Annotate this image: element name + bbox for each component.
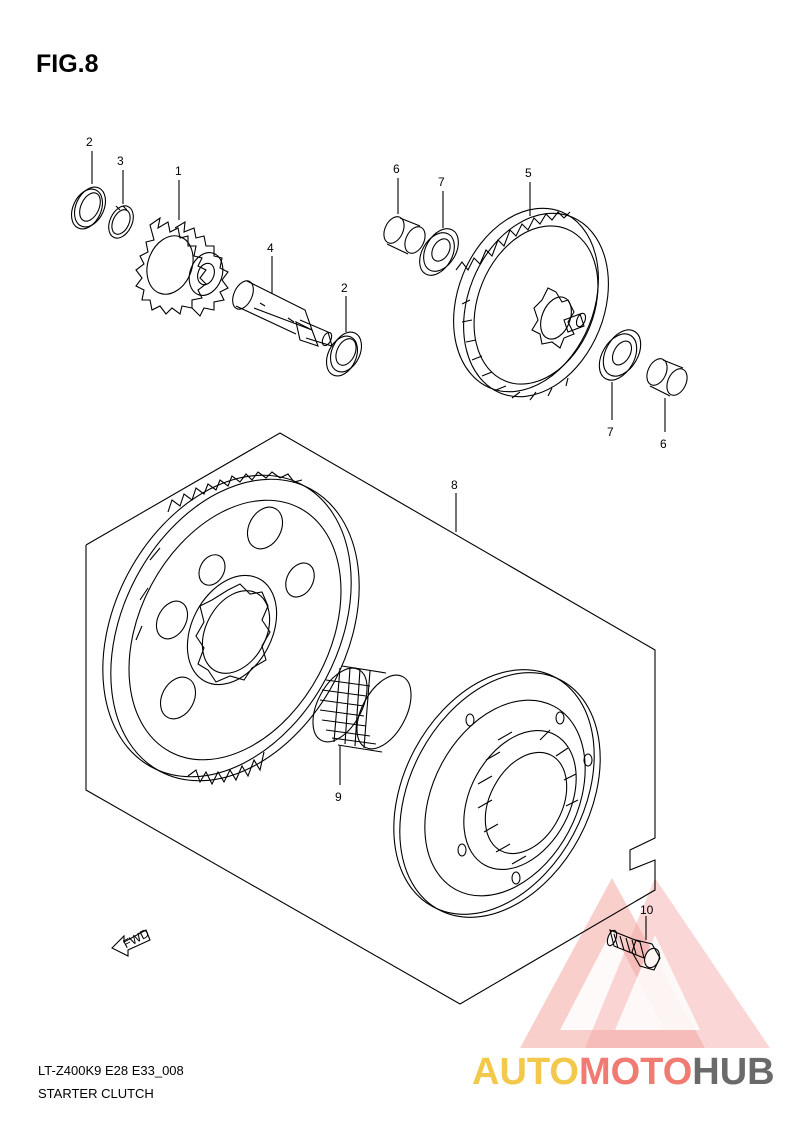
part-6-bush (383, 216, 426, 255)
part-3-circlip (108, 205, 134, 239)
forward-arrow-icon: FWD (111, 926, 152, 957)
watermark-part-2: MOTO (578, 1051, 693, 1093)
part-2-thrust-washer-lower (325, 331, 363, 377)
watermark-part-1: AUTO (472, 1051, 579, 1093)
starter-clutch-ring-gear (102, 471, 360, 786)
callout-4: 4 (267, 241, 274, 255)
callout-5: 5 (525, 166, 532, 180)
callout-10: 10 (640, 903, 654, 917)
callout-3: 3 (117, 154, 124, 168)
callout-7a: 7 (438, 175, 445, 189)
watermark-text: AUTOMOTOHUB (472, 1051, 775, 1094)
fwd-label: FWD (121, 926, 152, 951)
diagram-code: LT-Z400K9 E28 E33_008 (38, 1063, 184, 1078)
part-2-thrust-washer (70, 186, 107, 230)
callout-9: 9 (335, 790, 342, 804)
assembly-8-frame (85, 432, 656, 1005)
figure-title: FIG.8 (36, 50, 99, 78)
one-way-clutch (393, 669, 601, 918)
watermark-part-3: HUB (692, 1051, 775, 1093)
part-10-bolt (606, 929, 661, 971)
callout-6b: 6 (660, 437, 667, 451)
diagram-name: STARTER CLUTCH (38, 1086, 154, 1101)
watermark-logo (520, 878, 770, 1048)
callout-2b: 2 (341, 281, 348, 295)
part-5-starter-driven-gear (453, 207, 609, 401)
callout-7b: 7 (607, 425, 614, 439)
part-4-idle-gear-shaft (232, 280, 333, 347)
callout-2a: 2 (86, 135, 93, 149)
callout-8: 8 (451, 478, 458, 492)
part-6-bush-lower (646, 358, 688, 397)
callout-6a: 6 (393, 162, 400, 176)
part-7-washer-lower (598, 329, 642, 381)
part-7-washer (419, 228, 459, 276)
callout-1: 1 (175, 164, 182, 178)
part-9-needle-bearing (312, 665, 412, 753)
part-1-starter-idle-gear (135, 216, 229, 317)
